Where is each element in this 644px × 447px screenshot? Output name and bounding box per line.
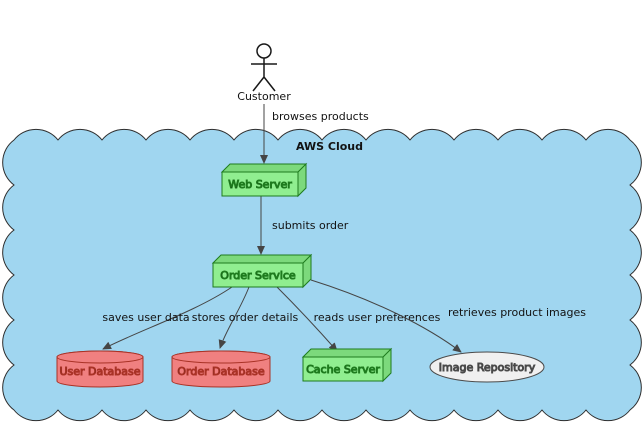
edge-label-browses-products: browses products xyxy=(272,110,369,123)
customer-actor-figure xyxy=(251,43,277,92)
aws-cloud-shape xyxy=(2,128,642,422)
cloud-label: AWS Cloud xyxy=(296,140,363,153)
edge-label-saves-user-data: saves user data xyxy=(102,311,189,324)
user-database-label: User Database xyxy=(59,365,140,378)
cache-server-label: Cache Server xyxy=(306,363,380,376)
edge-reads-user-preferences xyxy=(276,286,338,352)
edge-stores-order-details xyxy=(218,286,250,349)
order-database-top xyxy=(171,350,271,364)
node-image-repository: Image Repository xyxy=(429,351,545,383)
actor-body xyxy=(251,58,277,92)
customer-label: Customer xyxy=(237,90,291,103)
image-repository-shape xyxy=(429,351,545,383)
edge-label-submits-order: submits order xyxy=(272,219,349,232)
node-order-database: Order Database xyxy=(171,350,271,388)
edge-label-stores-order-details: stores order details xyxy=(192,311,299,324)
edge-retrieves-product-images xyxy=(310,279,462,353)
node-web-server: Web Server xyxy=(220,162,308,198)
user-database-top xyxy=(56,350,144,364)
actor-head xyxy=(256,43,272,59)
web-server-front-face xyxy=(221,171,299,197)
node-cache-server: Cache Server xyxy=(301,347,393,383)
cache-server-front-face xyxy=(302,356,384,382)
edge-label-reads-user-preferences: reads user preferences xyxy=(314,311,441,324)
order-database-label: Order Database xyxy=(177,365,264,378)
node-user-database: User Database xyxy=(56,350,144,388)
node-order-service: Order Service xyxy=(211,253,313,289)
edge-label-retrieves-product-images: retrieves product images xyxy=(448,306,586,319)
edge-saves-user-data xyxy=(102,286,233,350)
edges-layer: browses products submits order saves use… xyxy=(102,104,586,353)
order-service-label: Order Service xyxy=(220,269,296,282)
image-repository-label: Image Repository xyxy=(439,361,536,374)
web-server-label: Web Server xyxy=(228,178,292,191)
order-service-front-face xyxy=(212,262,304,288)
